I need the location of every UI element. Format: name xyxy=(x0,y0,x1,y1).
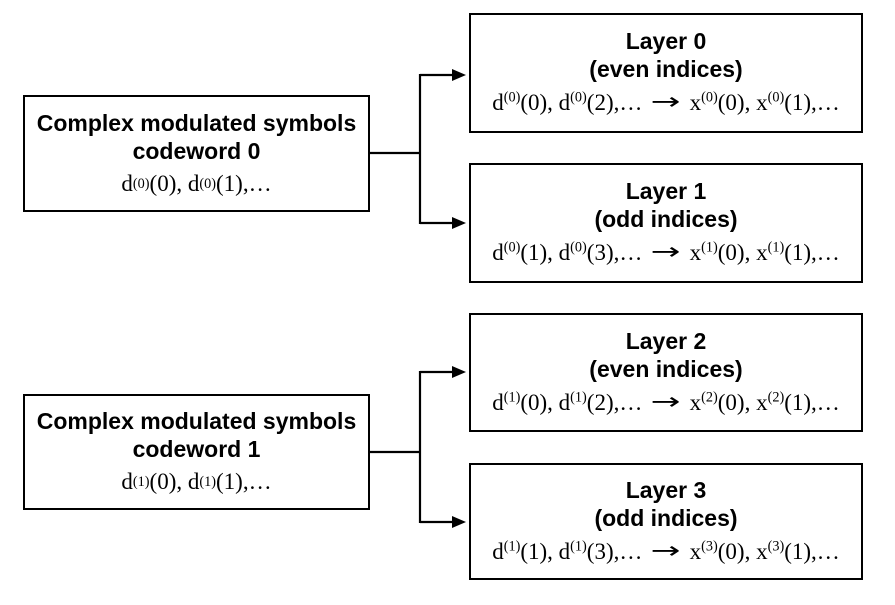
layer-0-title: Layer 0 xyxy=(625,28,707,54)
layer-0-input-symbols: d(0)(0), d(0)(2),… xyxy=(492,89,643,115)
codeword-1-subtitle: codeword 1 xyxy=(132,436,261,462)
connector-codeword-0 xyxy=(370,69,466,229)
layer-2-mapping: d(1)(0), d(1)(2),… → x(2)(0), x(2)(1),… xyxy=(492,387,840,419)
layer-3-title: Layer 3 xyxy=(625,476,707,503)
layer-1-output-symbols: x(1)(0), x(1)(1),… xyxy=(689,239,840,265)
layer-0-subtitle: (even indices) xyxy=(589,56,743,82)
layer-3-output-symbols: x(3)(0), x(3)(1),… xyxy=(689,537,840,564)
layer-2-output-symbols: x(2)(0), x(2)(1),… xyxy=(689,388,840,415)
layer-1-input-symbols: d(0)(1), d(0)(3),… xyxy=(492,239,643,265)
maps-to-arrow-icon: → xyxy=(651,239,681,265)
layer-2-box: Layer 2 (even indices) d(1)(0), d(1)(2),… xyxy=(469,313,863,432)
layer-0-box: Layer 0 (even indices) d(0)(0), d(0)(2),… xyxy=(469,13,863,133)
connector-codeword-1 xyxy=(370,366,466,528)
codeword-0-symbols: d(0)(0), d(0)(1),… xyxy=(121,170,272,196)
layer-1-title: Layer 1 xyxy=(625,178,707,204)
layer-0-mapping: d(0)(0), d(0)(2),… → x(0)(0), x(0)(1),… xyxy=(492,87,840,119)
codeword-1-box: Complex modulated symbols codeword 1 d(1… xyxy=(23,394,370,510)
layer-2-subtitle: (even indices) xyxy=(589,355,743,382)
layer-3-subtitle: (odd indices) xyxy=(594,504,738,531)
layer-0-output-symbols: x(0)(0), x(0)(1),… xyxy=(689,89,840,115)
maps-to-arrow-icon: → xyxy=(651,388,681,415)
codeword-0-title: Complex modulated symbols xyxy=(36,109,357,136)
maps-to-arrow-icon: → xyxy=(651,537,681,564)
codeword-0-box: Complex modulated symbols codeword 0 d(0… xyxy=(23,95,370,212)
layer-1-box: Layer 1 (odd indices) d(0)(1), d(0)(3),…… xyxy=(469,163,863,283)
layer-3-mapping: d(1)(1), d(1)(3),… → x(3)(0), x(3)(1),… xyxy=(492,536,840,568)
maps-to-arrow-icon: → xyxy=(651,89,681,115)
layer-1-mapping: d(0)(1), d(0)(3),… → x(1)(0), x(1)(1),… xyxy=(492,237,840,269)
codeword-1-symbols: d(1)(0), d(1)(1),… xyxy=(121,469,272,494)
layer-2-input-symbols: d(1)(0), d(1)(2),… xyxy=(492,388,643,415)
layer-3-input-symbols: d(1)(1), d(1)(3),… xyxy=(492,537,643,564)
codeword-1-title: Complex modulated symbols xyxy=(36,408,357,434)
layer-1-subtitle: (odd indices) xyxy=(594,206,738,232)
layer-3-box: Layer 3 (odd indices) d(1)(1), d(1)(3),…… xyxy=(469,463,863,580)
codeword-0-subtitle: codeword 0 xyxy=(132,137,261,164)
layer-2-title: Layer 2 xyxy=(625,327,707,354)
